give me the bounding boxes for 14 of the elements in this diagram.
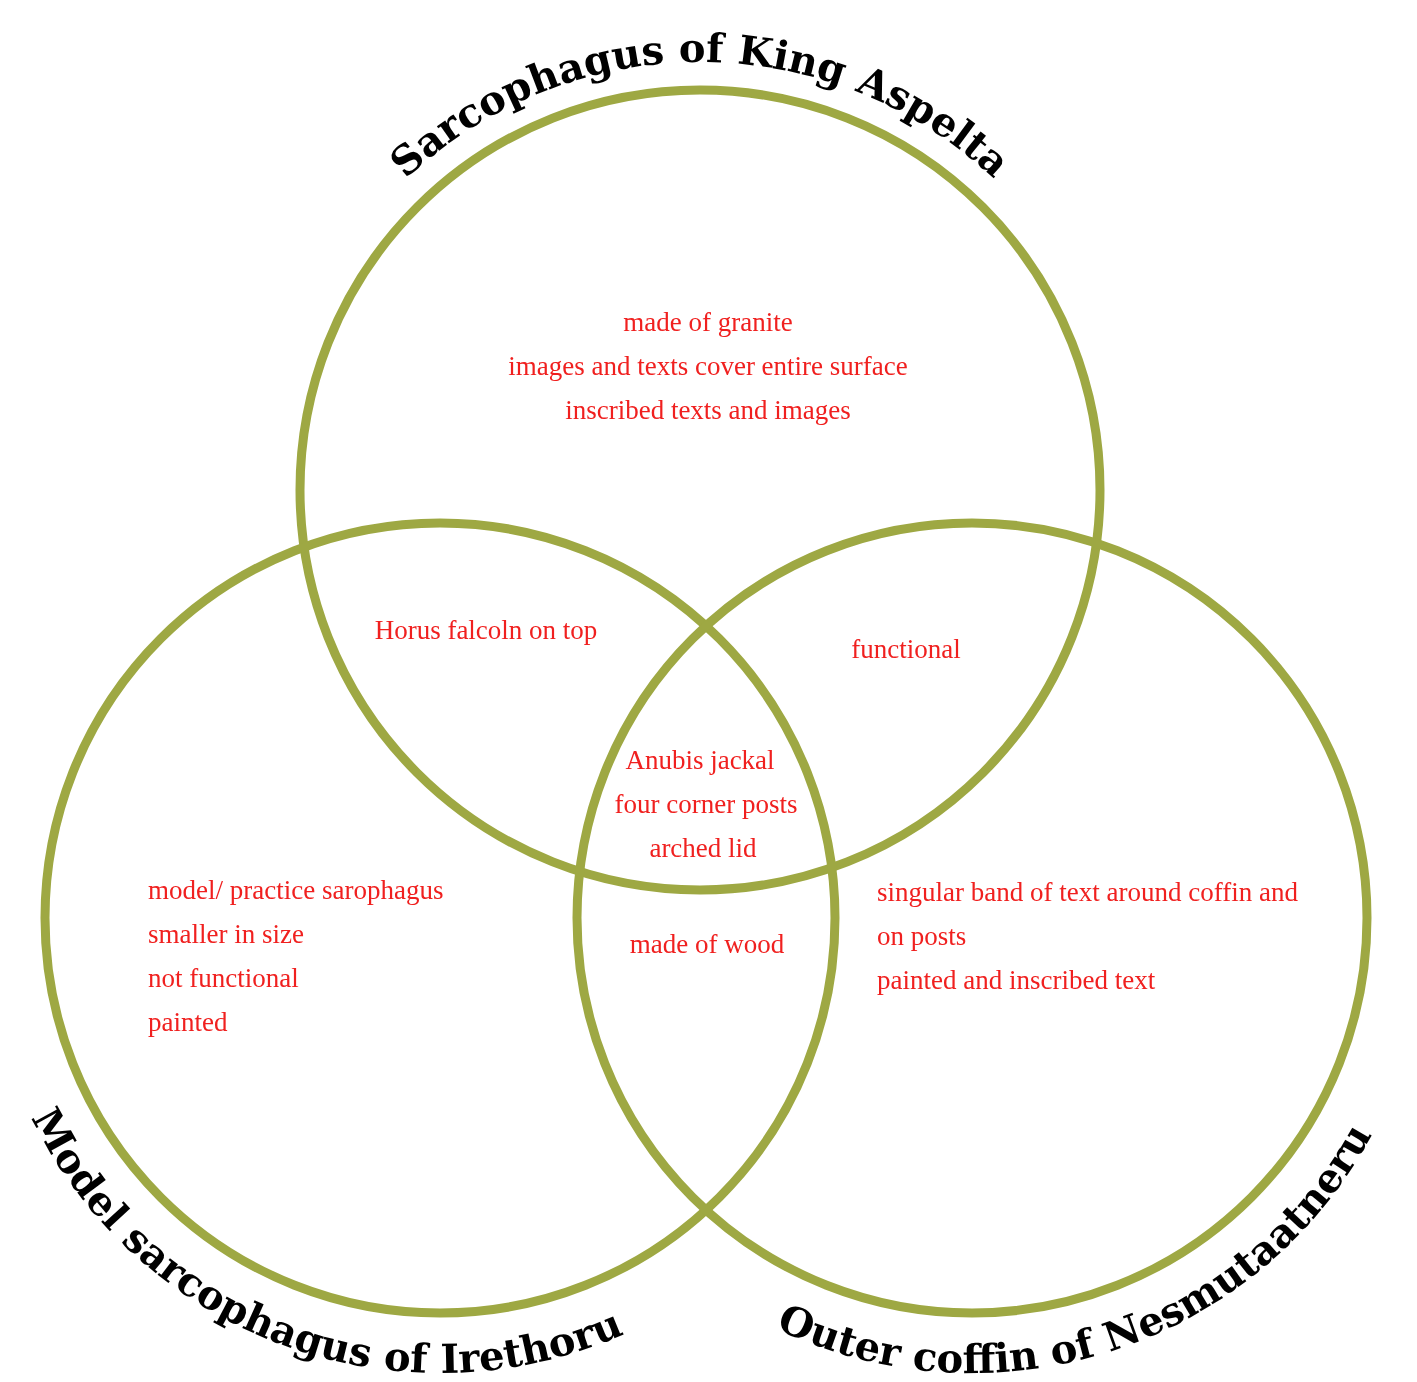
feature-text: images and texts cover entire surface [508,350,908,383]
feature-text: not functional [148,962,300,995]
shared-feature-text: arched lid [649,833,757,864]
feature-text: smaller in size [148,918,305,951]
shared-feature-text: four corner posts [614,789,798,820]
shared-feature-text: made of wood [629,929,785,960]
shared-feature-text: Anubis jackal [625,745,775,776]
feature-text: painted and inscribed text [877,964,1157,997]
feature-text: model/ practice sarophagus [148,874,444,907]
shared-feature-text: functional [851,634,961,665]
feature-text: painted [148,1006,229,1039]
feature-text: inscribed texts and images [565,394,851,427]
feature-text: made of granite [623,306,793,339]
shared-feature-text: Horus falcoln on top [374,615,598,646]
